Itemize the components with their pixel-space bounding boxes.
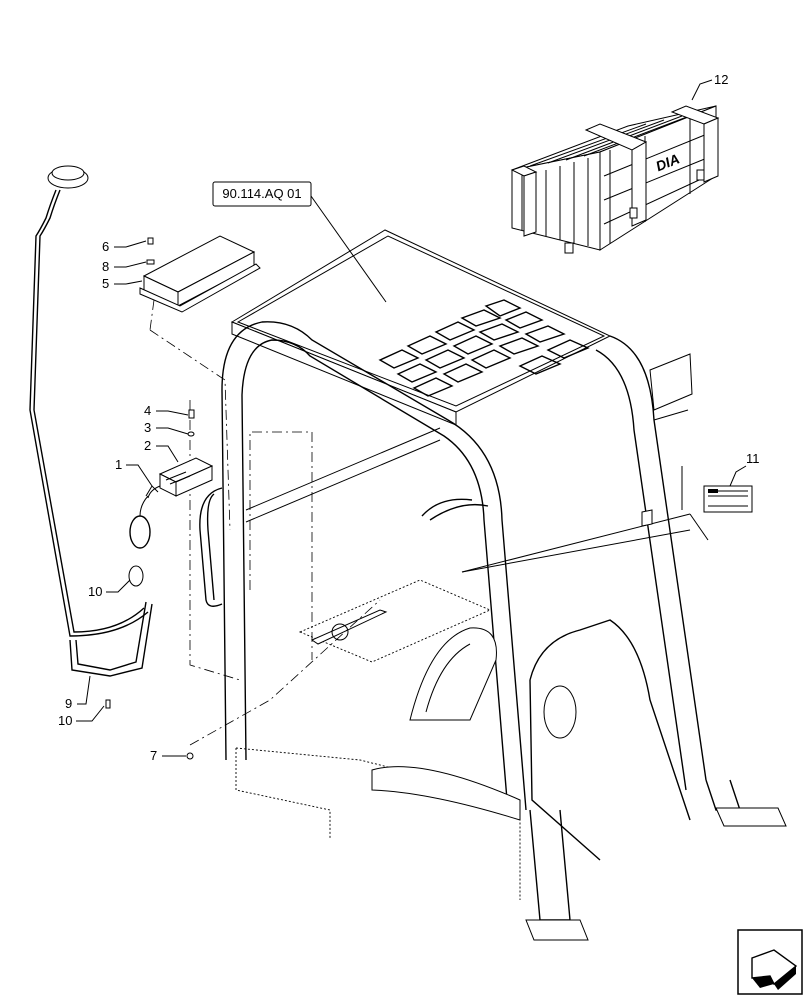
module-box-illustration [139, 235, 261, 313]
callout-10-lower: 10 [58, 713, 72, 728]
callout-4: 4 [144, 403, 151, 418]
reference-box[interactable]: 90.114.AQ 01 [212, 181, 387, 303]
cable-coil-illustration [128, 495, 151, 587]
decal-illustration [703, 485, 753, 513]
callout-8: 8 [102, 259, 109, 274]
cab-frame-illustration [149, 229, 787, 941]
callout-2: 2 [144, 438, 151, 453]
crate-illustration: DIA [510, 105, 720, 254]
callout-3: 3 [144, 420, 151, 435]
callouts: 6 8 5 4 3 2 1 10 9 10 7 11 12 [58, 72, 760, 763]
fasteners-illustration [105, 237, 195, 760]
reference-box-label: 90.114.AQ 01 [222, 186, 301, 201]
mounting-bracket-illustration [69, 601, 153, 677]
callout-7: 7 [150, 748, 157, 763]
callout-11: 11 [746, 451, 760, 466]
receiver-illustration [145, 457, 214, 499]
antenna-cable-illustration [29, 165, 149, 637]
callout-10-upper: 10 [88, 584, 102, 599]
decal-pointer-lines [461, 466, 709, 573]
callout-1: 1 [115, 457, 122, 472]
roof-grille [378, 299, 590, 397]
next-page-arrow-icon[interactable] [737, 929, 803, 995]
callout-9: 9 [65, 696, 72, 711]
callout-5: 5 [102, 276, 109, 291]
callout-12: 12 [714, 72, 728, 87]
callout-6: 6 [102, 239, 109, 254]
